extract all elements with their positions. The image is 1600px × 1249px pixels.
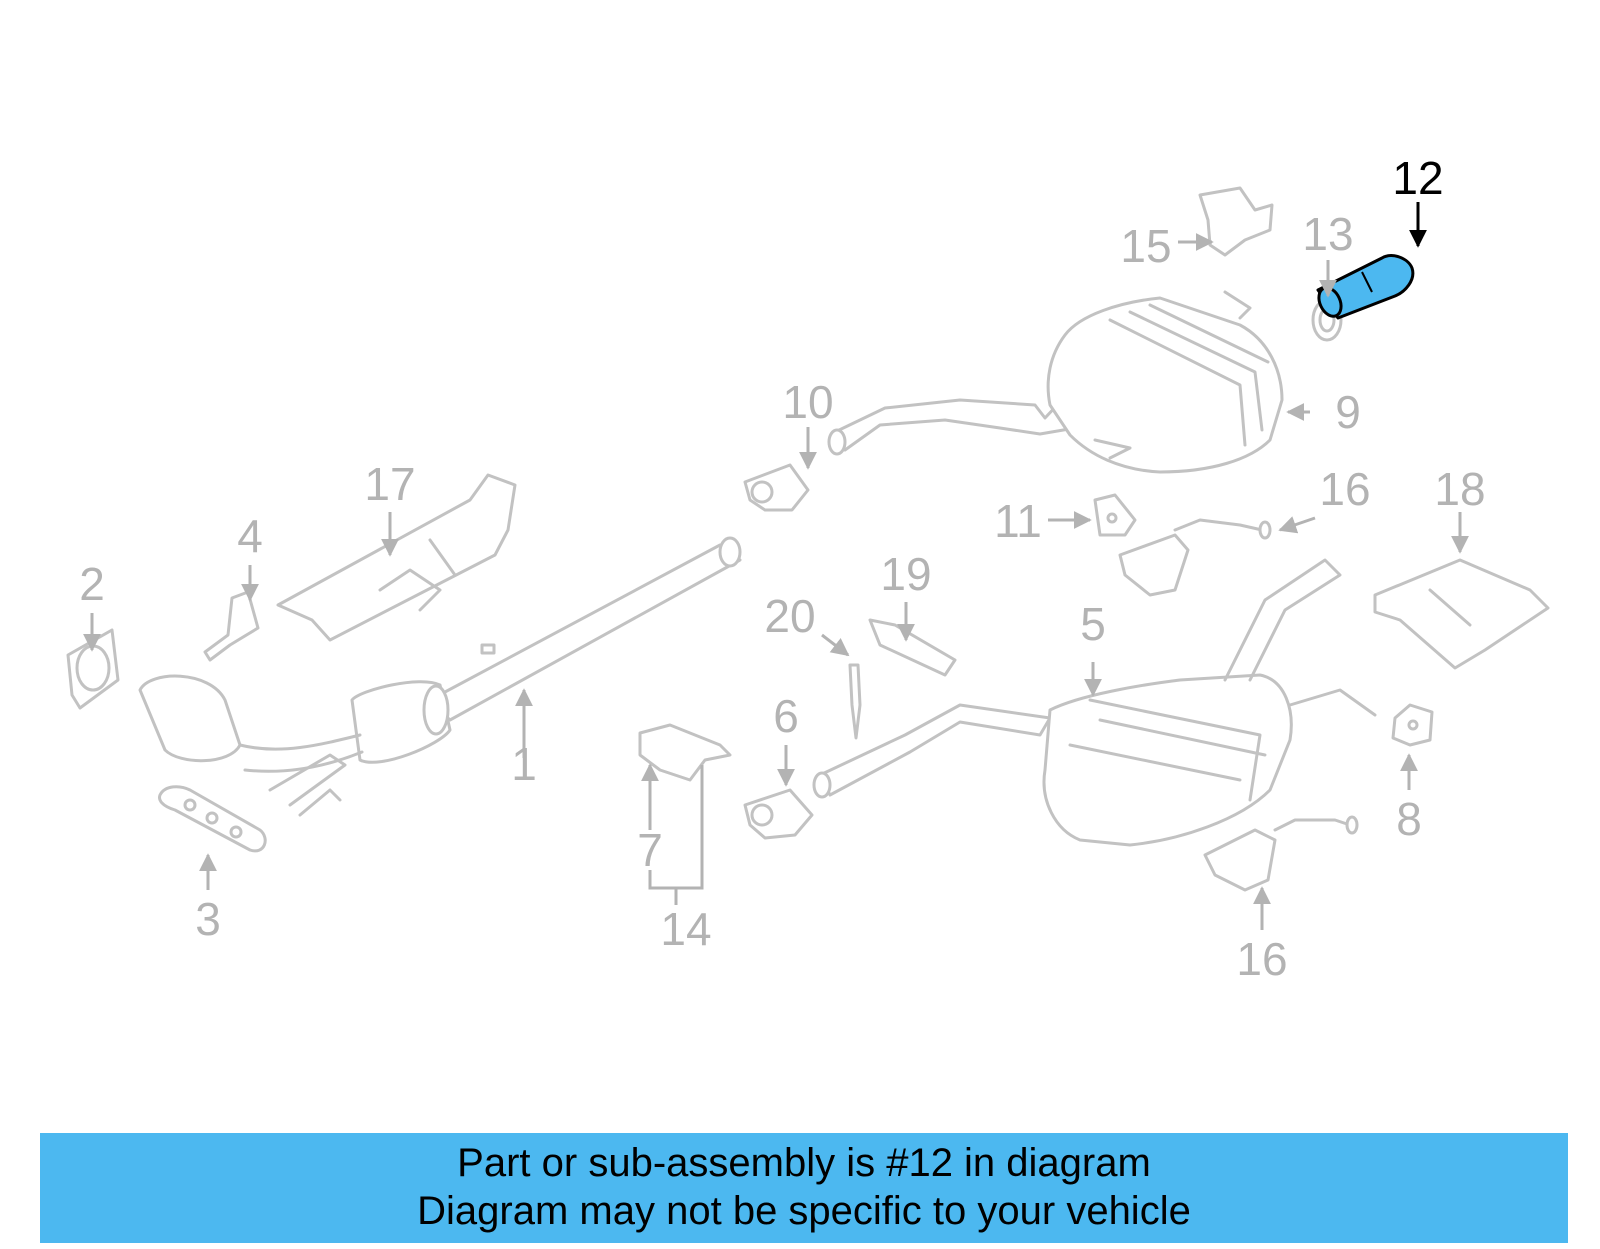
callout-8[interactable]: 8 bbox=[1396, 793, 1422, 845]
banner-disclaimer: Diagram may not be specific to your vehi… bbox=[417, 1189, 1191, 1233]
callout-1[interactable]: 1 bbox=[511, 738, 537, 790]
callout-labels: 1 2 3 4 5 6 7 8 9 10 11 12 13 14 15 16 1… bbox=[79, 152, 1485, 985]
part-9-rear-muffler[interactable] bbox=[827, 290, 1284, 474]
callout-14[interactable]: 14 bbox=[660, 903, 711, 955]
callout-4[interactable]: 4 bbox=[237, 510, 263, 562]
callout-11[interactable]: 11 bbox=[994, 495, 1042, 547]
part-11-rubber-mount[interactable] bbox=[1093, 493, 1137, 537]
banner-part-note: Part or sub-assembly is #12 in diagram bbox=[457, 1141, 1151, 1185]
callout-3[interactable]: 3 bbox=[195, 893, 221, 945]
callout-17[interactable]: 17 bbox=[364, 458, 415, 510]
callout-13[interactable]: 13 bbox=[1302, 208, 1353, 260]
callout-15[interactable]: 15 bbox=[1120, 220, 1171, 272]
part-16-upper-hanger[interactable] bbox=[1118, 518, 1272, 597]
part-3-flange-gasket[interactable] bbox=[158, 785, 267, 853]
callout-16-lower[interactable]: 16 bbox=[1236, 933, 1287, 985]
callout-7[interactable]: 7 bbox=[637, 824, 663, 876]
part-20-clip[interactable] bbox=[848, 663, 862, 740]
part-8-rubber-mount[interactable] bbox=[1391, 703, 1434, 747]
callout-6[interactable]: 6 bbox=[773, 690, 799, 742]
part-7-bracket[interactable] bbox=[638, 723, 732, 782]
part-4-bracket[interactable] bbox=[203, 590, 260, 662]
callout-19[interactable]: 19 bbox=[880, 548, 931, 600]
part-10-hanger[interactable] bbox=[743, 463, 810, 512]
callout-10[interactable]: 10 bbox=[782, 376, 833, 428]
part-5-center-muffler[interactable] bbox=[812, 558, 1377, 847]
callout-2[interactable]: 2 bbox=[79, 558, 105, 610]
leader-lines bbox=[83, 202, 1469, 930]
callout-18[interactable]: 18 bbox=[1434, 463, 1485, 515]
part-16-lower-hanger[interactable] bbox=[1203, 815, 1359, 892]
callout-12[interactable]: 12 bbox=[1392, 152, 1443, 204]
part-18-heat-shield[interactable] bbox=[1373, 558, 1550, 670]
callout-9[interactable]: 9 bbox=[1335, 386, 1361, 438]
callout-5[interactable]: 5 bbox=[1080, 598, 1106, 650]
part-2-gasket[interactable] bbox=[66, 628, 120, 710]
callout-20[interactable]: 20 bbox=[764, 590, 815, 642]
callout-16-upper[interactable]: 16 bbox=[1319, 463, 1370, 515]
part-17-heat-shield[interactable] bbox=[276, 473, 517, 642]
part-15-bracket[interactable] bbox=[1198, 186, 1274, 257]
part-19-heat-shield[interactable] bbox=[868, 618, 957, 677]
part-1-front-pipe[interactable] bbox=[138, 536, 742, 817]
info-banner: Part or sub-assembly is #12 in diagram D… bbox=[40, 1133, 1568, 1243]
part-6-hanger[interactable] bbox=[743, 788, 814, 840]
